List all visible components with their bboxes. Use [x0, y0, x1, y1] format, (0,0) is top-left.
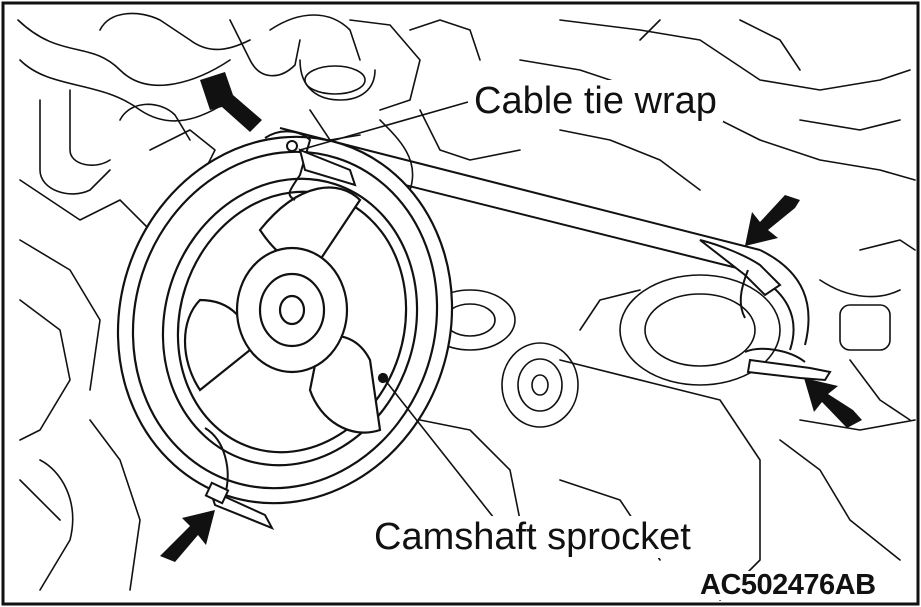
camshaft-sprocket — [116, 135, 454, 505]
figure-code: AC502476AB — [696, 571, 880, 600]
callout-label-cable-tie-wrap: Cable tie wrap — [468, 80, 723, 122]
arrow-top-right — [745, 195, 800, 246]
arrow-top-left — [200, 72, 262, 132]
pointer-arrows — [160, 72, 862, 562]
callout-label-camshaft-sprocket: Camshaft sprocket — [368, 516, 697, 558]
leader-lines — [299, 101, 506, 533]
cable-tie-bottom — [204, 427, 275, 530]
cable-tie-right — [699, 239, 832, 382]
arrow-bottom-left — [160, 510, 215, 562]
cable-tie-top — [264, 130, 357, 201]
arrow-right-lower — [804, 378, 862, 428]
